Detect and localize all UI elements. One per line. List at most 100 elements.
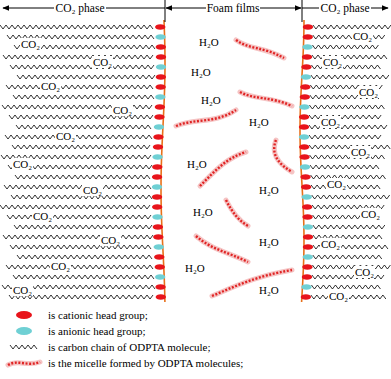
molecule-label: H₂O [192,206,214,218]
boundary-tick [165,0,166,22]
head-group [299,124,309,130]
micelle-outline [274,140,292,172]
boundary-tick [302,0,303,22]
head-group [299,144,309,150]
head-group [154,244,164,250]
carbon-chain [10,245,151,249]
carbon-chain [312,195,390,199]
carbon-chain [309,135,381,139]
molecule-label: CO₂ [50,260,71,272]
head-group [156,64,166,70]
head-group [155,264,165,270]
head-group [152,184,162,190]
head-group [299,134,309,140]
head-group [156,294,166,300]
region-label: CO₂ phase [319,2,370,15]
micelle-outline [240,92,292,106]
molecule-label: H₂O [200,94,222,106]
head-group [303,34,313,40]
carbon-chain [313,35,385,39]
interface-line [161,20,165,302]
legend-samples [8,311,40,365]
head-group [303,24,313,30]
head-group [156,54,166,60]
carbon-chain [310,165,379,169]
head-group [302,44,312,50]
head-group [155,274,165,280]
carbon-chain [4,185,151,189]
head-group [155,24,165,30]
head-group [153,234,163,240]
legend-text: is the micelle formed by ODPTA molecules… [48,357,243,369]
micelle [196,236,248,262]
head-group [301,294,311,300]
molecule-label: CO₂ [112,104,133,116]
head-group [152,194,162,200]
molecule-label: CO₂ [100,234,121,246]
molecule-label: H₂O [184,262,206,274]
molecule-label: CO₂ [55,130,76,142]
carbon-chain [15,175,150,179]
micelle-outline [8,362,40,365]
head-group [154,254,164,260]
head-group [302,204,312,210]
head-group [303,254,313,260]
molecule-label: CO₂ [328,290,349,302]
micelle-outline [226,200,248,226]
head-group [302,54,312,60]
micelle-outline [196,236,248,262]
molecule-label: H₂O [248,116,270,128]
carbon-chain [6,265,153,269]
head-group [300,164,310,170]
carbon-chain [311,175,386,179]
legend-swatch [16,311,32,319]
micelle-outline [212,270,292,296]
micelle [240,92,292,106]
head-group [153,224,163,230]
molecule-label: CO₂ [326,178,347,190]
carbon-chain [311,75,389,79]
molecule-label: CO₂ [32,210,53,222]
region-label: CO₂ phase [54,2,105,15]
micelle [176,110,236,126]
molecule-label: CO₂ [320,116,341,128]
head-group [302,274,312,280]
head-group [301,284,311,290]
carbon-chain [313,25,391,29]
molecule-label: H₂O [186,158,208,170]
molecule-label: CO₂ [82,184,103,196]
legend-text: is cationic head group; [48,309,148,321]
micelle [212,270,292,296]
head-group [152,174,162,180]
head-group [301,64,311,70]
legend-chain [10,345,37,349]
molecule-label: H₂O [198,36,220,48]
head-group [156,74,166,80]
head-group [152,204,162,210]
head-group [302,214,312,220]
head-group [303,234,313,240]
micelle [8,362,40,365]
head-group [300,94,310,100]
carbon-chain [312,45,378,49]
micelle-outline [236,40,284,58]
molecule-label: CO₂ [360,208,381,220]
carbon-chain [312,265,390,269]
head-group [300,84,310,90]
carbon-chain [5,135,152,139]
head-groups [152,24,313,300]
legend-text: is carbon chain of ODPTA molecule; [48,341,211,353]
region-arrows [3,0,388,22]
head-group [152,164,162,170]
molecule-label: CO₂ [92,56,113,68]
head-group [300,174,310,180]
carbon-chain [10,65,154,69]
head-group [301,74,311,80]
carbon-chain [313,255,382,259]
molecule-label: CO₂ [12,158,33,170]
head-group [155,84,165,90]
molecule-label: CO₂ [320,238,341,250]
molecule-label: CO₂ [354,266,375,278]
molecule-label: CO₂ [12,284,33,296]
